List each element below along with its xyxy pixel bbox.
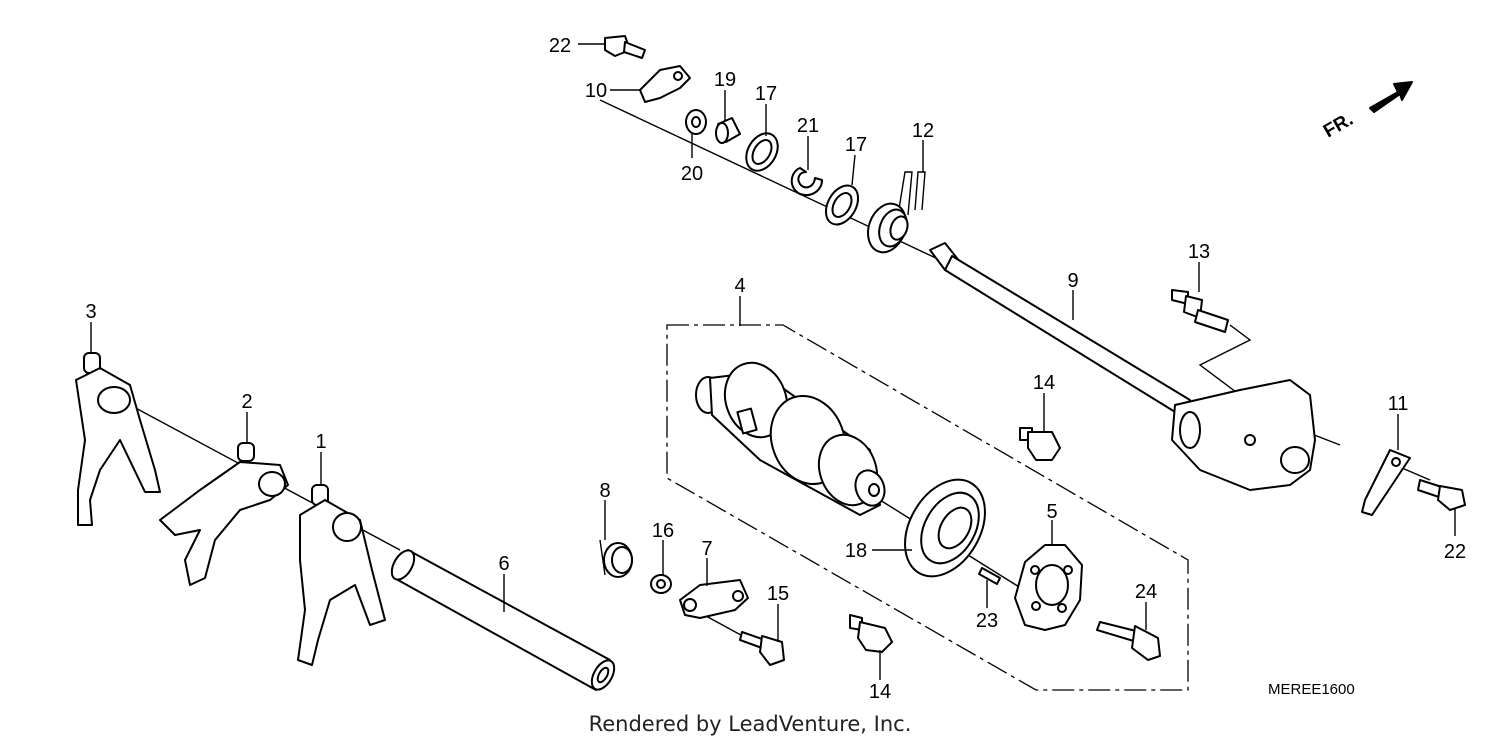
fork-shaft-6 <box>390 549 616 691</box>
flange-bolt-14-lower <box>849 614 893 653</box>
callout-14-upper: 14 <box>1033 372 1055 394</box>
diagram-code: MEREE1600 <box>1268 681 1355 698</box>
shift-drum <box>695 361 886 516</box>
callout-12: 12 <box>912 120 934 142</box>
callout-20: 20 <box>681 163 703 185</box>
leader-lines <box>90 43 1456 680</box>
shift-fork-3 <box>75 352 161 526</box>
bolt-24 <box>1096 621 1161 661</box>
callout-8: 8 <box>599 480 610 502</box>
callout-23: 23 <box>976 610 998 632</box>
stopper-plate-11 <box>1361 449 1411 516</box>
drum-stopper-arm-7 <box>679 579 749 619</box>
circlip-21 <box>790 167 823 196</box>
washer-17-lower <box>824 184 860 226</box>
callout-5: 5 <box>1046 501 1057 523</box>
bearing-18 <box>904 478 986 578</box>
direction-label: FR. <box>1320 109 1357 142</box>
callout-4: 4 <box>734 275 745 297</box>
callout-22-top: 22 <box>549 35 571 57</box>
credit-line: Rendered by LeadVenture, Inc. <box>588 712 912 736</box>
dowel-pin-23 <box>978 567 1001 585</box>
callout-7: 7 <box>701 538 712 560</box>
callout-17-lower: 17 <box>845 134 867 156</box>
callout-labels: 3 2 1 4 5 6 7 8 9 10 11 12 13 14 14 15 1… <box>85 35 1466 703</box>
collar-19 <box>715 117 741 144</box>
callout-11: 11 <box>1388 393 1409 415</box>
washer-16 <box>650 574 672 594</box>
callout-14-lower: 14 <box>869 681 891 703</box>
bolt-22-top <box>604 35 646 59</box>
drum-center-5 <box>1014 544 1083 631</box>
callout-10: 10 <box>585 80 607 102</box>
callout-2: 2 <box>241 391 252 413</box>
callout-17-upper: 17 <box>755 83 777 105</box>
flange-bolt-14-upper <box>1019 427 1061 461</box>
washer-17-upper <box>745 132 779 172</box>
callout-16: 16 <box>652 520 674 542</box>
gearshift-spindle-9 <box>929 242 1316 491</box>
callout-9: 9 <box>1067 270 1078 292</box>
callout-24: 24 <box>1135 581 1157 603</box>
shift-fork-2 <box>159 442 289 586</box>
bolt-22-right <box>1417 479 1466 511</box>
shift-fork-1 <box>297 484 386 666</box>
callout-15: 15 <box>767 583 789 605</box>
shift-arm-plate-10 <box>639 65 691 103</box>
callout-19: 19 <box>714 69 736 91</box>
front-direction-arrow: FR. <box>1320 81 1413 142</box>
assembly-bracket-4 <box>666 324 1189 691</box>
callout-13: 13 <box>1188 241 1210 263</box>
stud-bolt-13 <box>1171 289 1229 333</box>
callout-1-3: 3 <box>85 301 96 323</box>
return-spring-12 <box>867 171 926 254</box>
nut-20 <box>685 109 707 135</box>
return-spring-8 <box>599 539 633 578</box>
callout-6: 6 <box>498 553 509 575</box>
callout-21: 21 <box>797 115 819 137</box>
callout-1: 1 <box>315 431 326 453</box>
callout-22-right: 22 <box>1444 541 1466 563</box>
callout-18: 18 <box>845 540 867 562</box>
